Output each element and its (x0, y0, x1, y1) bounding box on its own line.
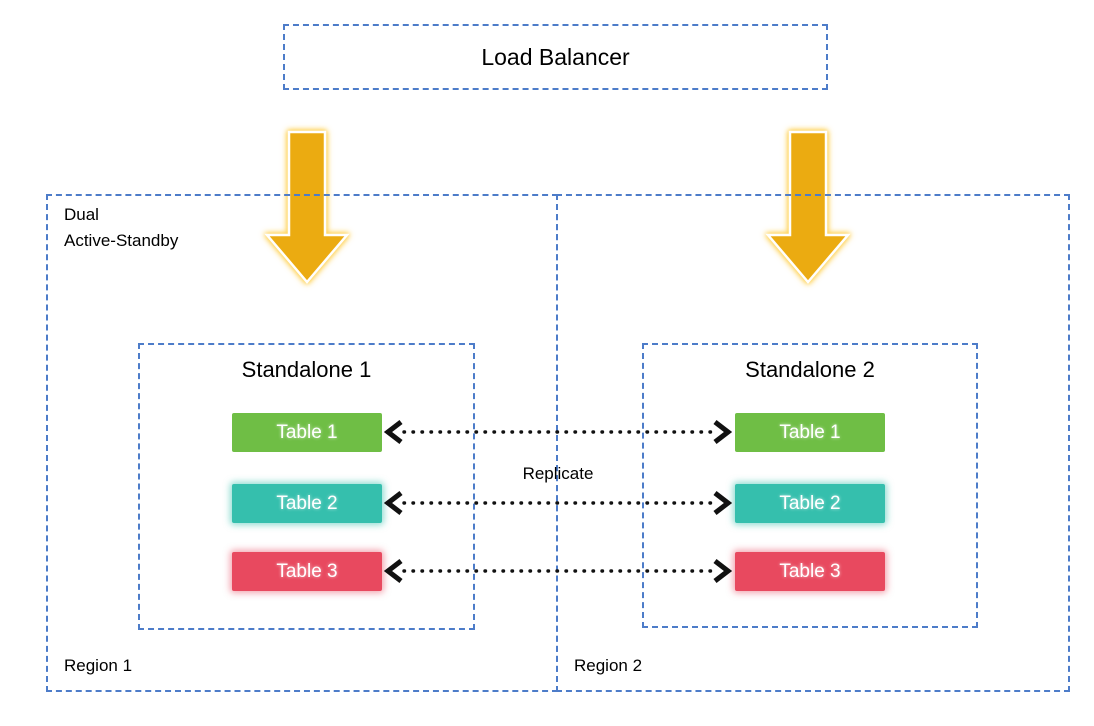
down-arrow-icon (264, 130, 350, 284)
standalone2-table-2: Table 2 (735, 484, 885, 523)
load-balancer-box: Load Balancer (283, 24, 828, 90)
standalone2-table-3: Table 3 (735, 552, 885, 591)
traffic-arrow-right (760, 130, 856, 288)
region-2-label: Region 2 (574, 656, 643, 675)
load-balancer-label: Load Balancer (481, 43, 630, 70)
standalone-2-box: Standalone 2 (642, 343, 978, 628)
replicate-label: Replicate (522, 464, 594, 483)
standalone1-table-2: Table 2 (232, 484, 382, 523)
standalone1-table-1: Table 1 (232, 413, 382, 452)
standalone-1-title: Standalone 1 (241, 357, 372, 382)
standalone2-table-1: Table 1 (735, 413, 885, 452)
dual-active-standby-label: Dual Active-Standby (64, 205, 179, 251)
region-2-box: Region 2 (556, 194, 1070, 692)
standalone-2-title: Standalone 2 (745, 357, 875, 382)
down-arrow-icon (765, 130, 851, 284)
traffic-arrow-left (259, 130, 355, 288)
replicate-arrow-table1 (384, 420, 732, 444)
replicate-arrow-table3 (384, 559, 732, 583)
standalone1-table-3: Table 3 (232, 552, 382, 591)
replication-arrows (384, 420, 732, 583)
standalone-1-box: Standalone 1 (138, 343, 475, 630)
replicate-arrow-table2 (384, 491, 732, 515)
region-1-label: Region 1 (64, 656, 133, 675)
